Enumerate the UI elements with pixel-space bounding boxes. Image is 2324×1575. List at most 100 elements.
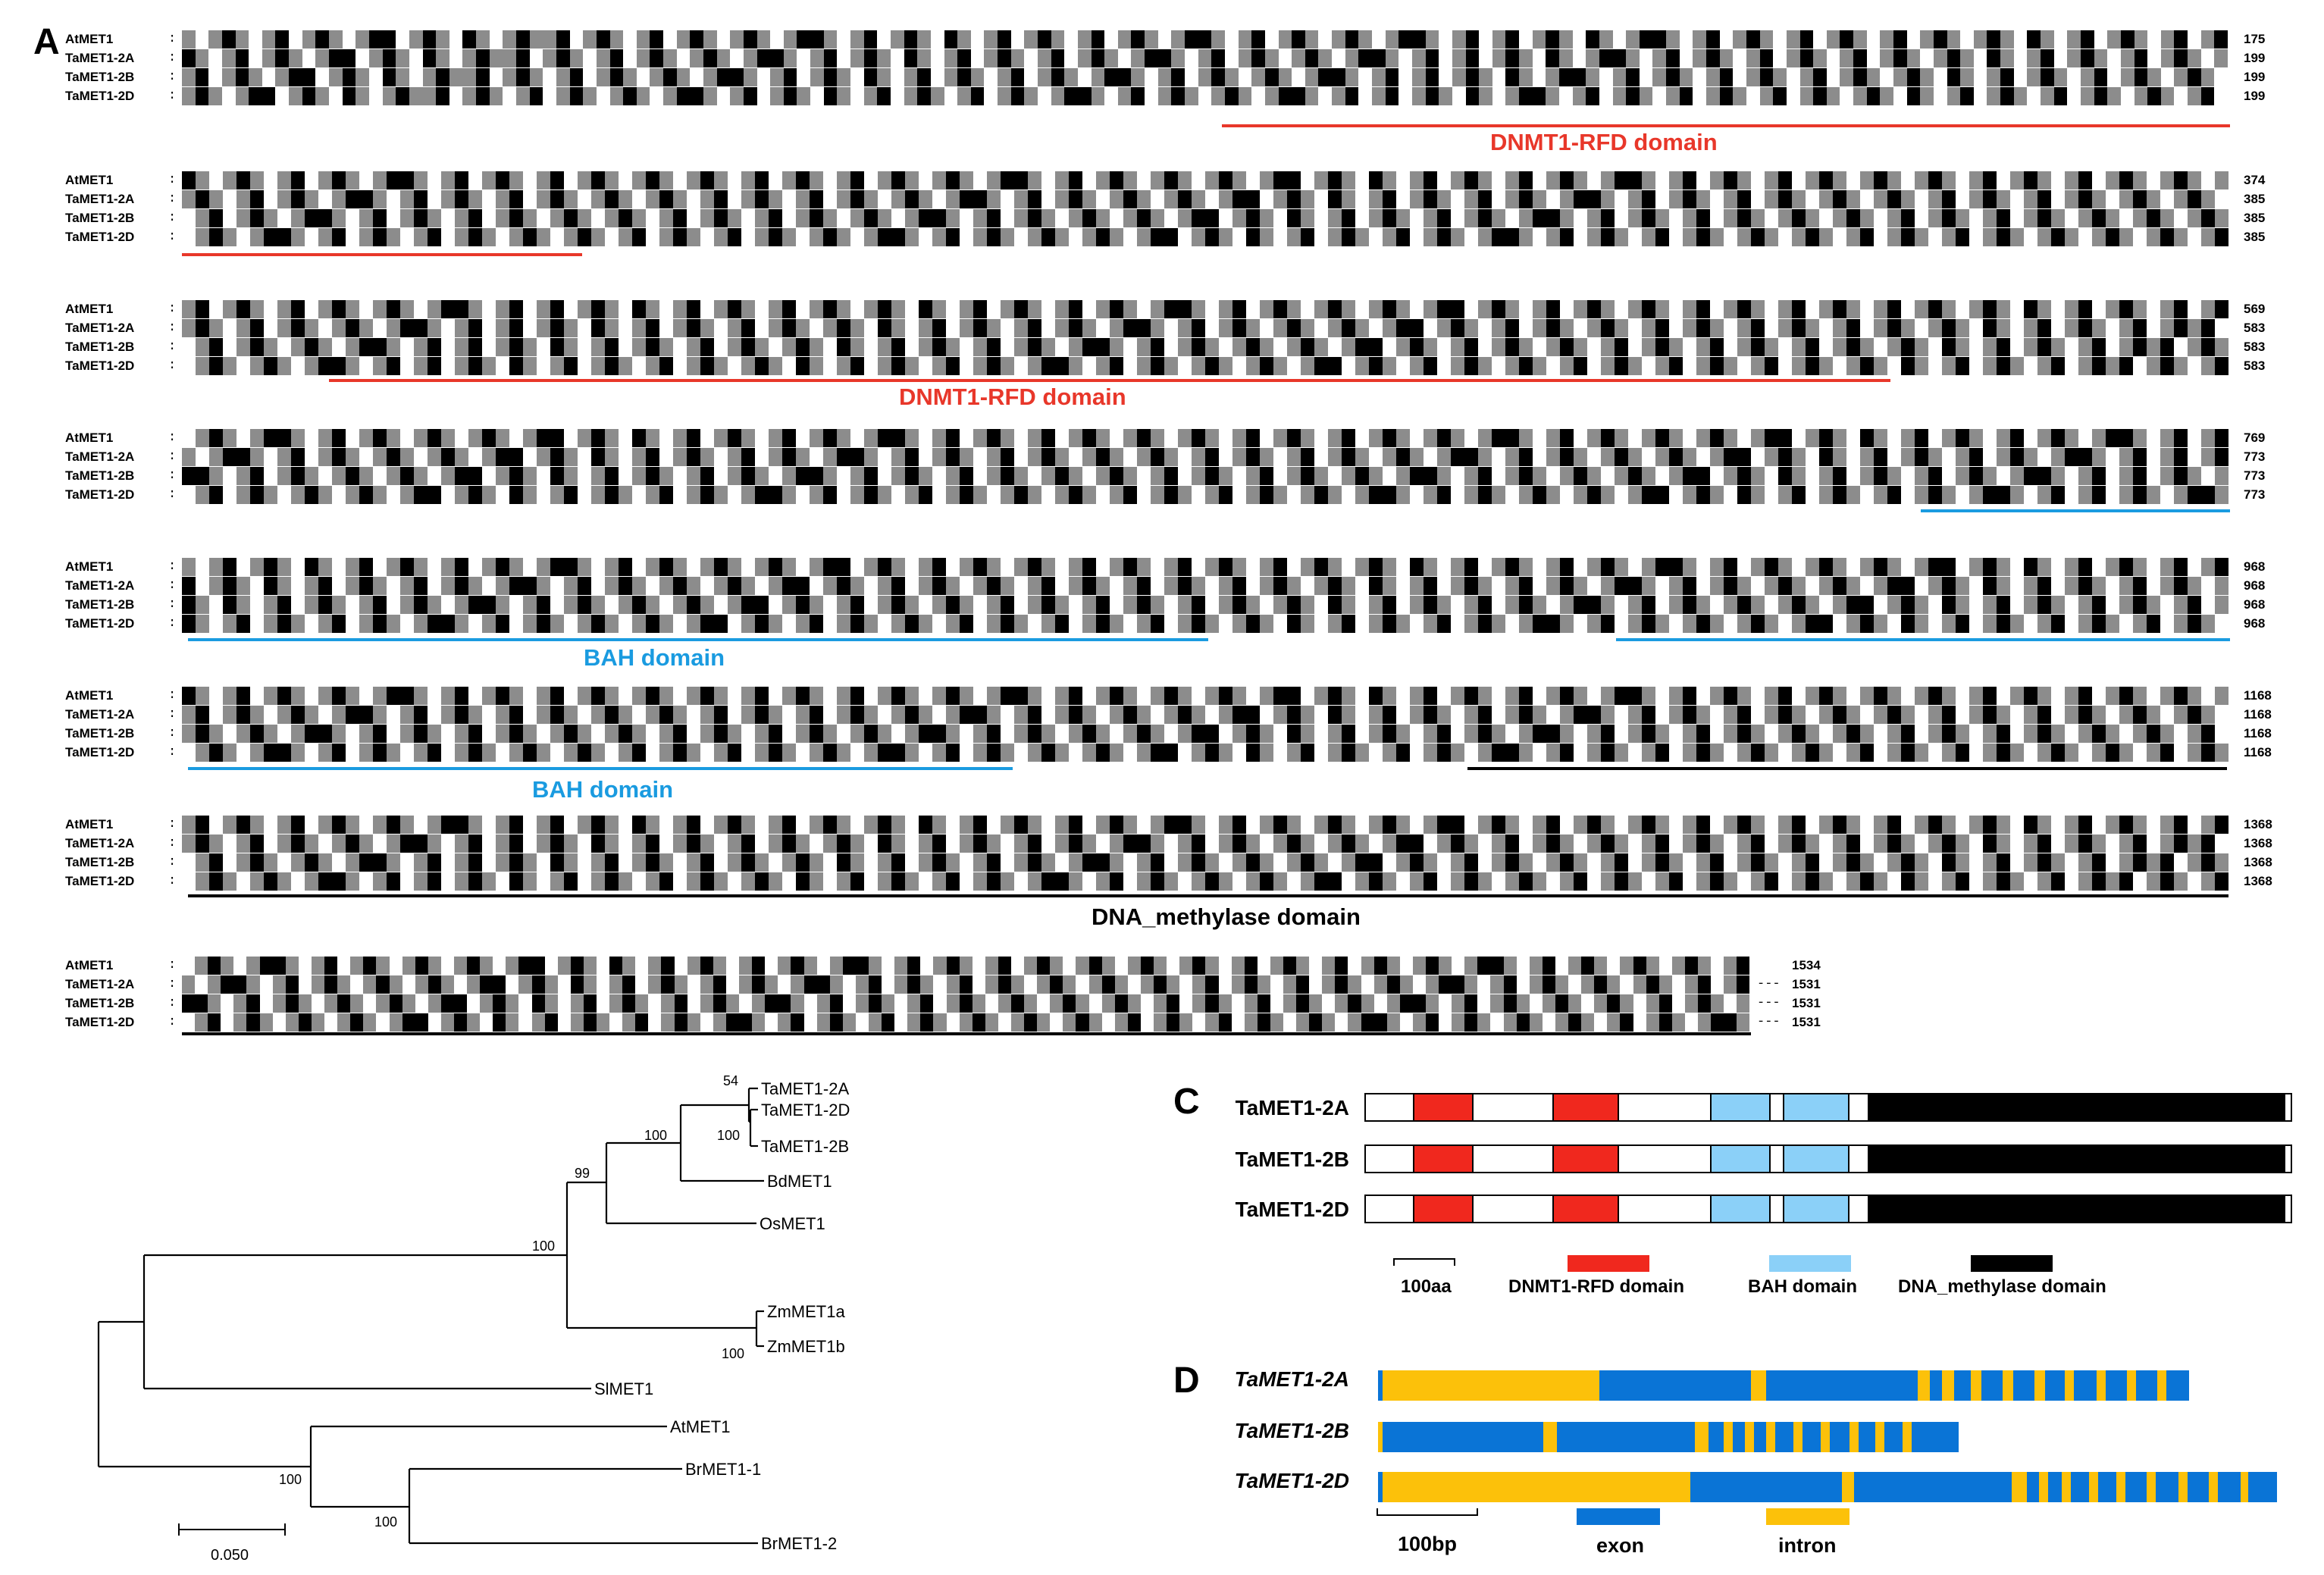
alignment-cell <box>673 687 687 705</box>
alignment-cell <box>1778 429 1792 447</box>
alignment-cell <box>1765 558 1778 576</box>
alignment-cell <box>1642 558 1655 576</box>
alignment-cell <box>2201 190 2215 208</box>
bootstrap-value: 100 <box>532 1238 555 1254</box>
alignment-cell <box>1519 558 1533 576</box>
alignment-cell <box>196 209 209 227</box>
alignment-cell <box>920 975 934 994</box>
alignment-cell <box>622 994 636 1013</box>
conservation-track <box>182 816 2228 834</box>
alignment-cell <box>878 744 891 762</box>
alignment-cell <box>783 49 797 67</box>
alignment-cell <box>823 596 837 614</box>
alignment-cell <box>946 725 960 743</box>
alignment-cell <box>376 975 390 994</box>
alignment-cell <box>1983 467 1997 485</box>
alignment-cell <box>1719 68 1734 86</box>
alignment-cell <box>823 486 837 504</box>
alignment-cell <box>1710 357 1724 375</box>
alignment-cell <box>1372 87 1386 105</box>
alignment-cell <box>1192 357 1205 375</box>
alignment-cell <box>1655 596 1669 614</box>
alignment-cell <box>1314 190 1328 208</box>
alignment-cell <box>1778 486 1792 504</box>
alignment-cell <box>609 957 623 975</box>
conservation-track <box>182 706 2228 724</box>
alignment-cell <box>1893 68 1907 86</box>
alignment-cell <box>769 486 782 504</box>
alignment-cell <box>195 994 208 1013</box>
alignment-cell <box>1492 725 1505 743</box>
alignment-cell <box>850 834 864 853</box>
alignment-cell <box>646 300 659 318</box>
alignment-cell <box>2106 853 2119 872</box>
alignment-cell <box>1192 486 1205 504</box>
alignment-cell <box>182 87 196 105</box>
residue-count: 1368 <box>2244 874 2272 888</box>
alignment-cell <box>1786 68 1800 86</box>
alignment-cell <box>1901 448 1915 466</box>
alignment-cell <box>1646 1013 1659 1032</box>
alignment-cell <box>1437 486 1451 504</box>
alignment-cell <box>1737 171 1751 189</box>
alignment-cell <box>1778 872 1792 891</box>
alignment-cell <box>904 30 918 49</box>
alignment-cell <box>755 706 769 724</box>
alignment-cell <box>1050 975 1063 994</box>
alignment-cell <box>1560 853 1574 872</box>
alignment-cell <box>550 687 564 705</box>
alignment-cell <box>1628 228 1642 246</box>
alignment-cell <box>1983 706 1997 724</box>
alignment-cell <box>556 68 570 86</box>
alignment-cell <box>523 319 537 337</box>
alignment-cell <box>1205 448 1219 466</box>
alignment-cell <box>387 357 400 375</box>
conservation-track <box>182 87 2228 105</box>
alignment-cell <box>235 49 249 67</box>
alignment-cell <box>468 834 482 853</box>
alignment-cell <box>1529 994 1543 1013</box>
alignment-cell <box>2051 171 2065 189</box>
alignment-cell <box>1309 957 1323 975</box>
alignment-cell <box>1778 577 1792 595</box>
alignment-cell <box>441 209 455 227</box>
alignment-cell <box>1055 725 1069 743</box>
alignment-cell <box>1746 68 1760 86</box>
alignment-cell <box>1123 357 1137 375</box>
alignment-cell <box>1492 171 1505 189</box>
alignment-cell <box>1205 596 1219 614</box>
alignment-cell <box>1560 171 1574 189</box>
alignment-cell <box>311 975 325 994</box>
alignment-cell <box>1001 467 1014 485</box>
alignment-cell <box>1178 872 1192 891</box>
alignment-cell <box>1519 171 1533 189</box>
alignment-cell <box>2133 577 2147 595</box>
alignment-cell <box>2215 725 2228 743</box>
alignment-cell <box>1893 30 1907 49</box>
alignment-cell <box>196 429 209 447</box>
alignment-cell <box>2106 687 2119 705</box>
alignment-cell <box>2201 816 2215 834</box>
alignment-cell <box>944 30 958 49</box>
alignment-cell <box>919 448 932 466</box>
alignment-cell <box>1942 853 1956 872</box>
alignment-cell <box>1332 68 1345 86</box>
alignment-cell <box>646 228 659 246</box>
alignment-cell <box>402 994 415 1013</box>
alignment-cell <box>728 190 741 208</box>
alignment-cell <box>318 319 332 337</box>
alignment-cell <box>1533 744 1546 762</box>
alignment-cell <box>673 744 687 762</box>
alignment-cell <box>2160 49 2175 67</box>
alignment-cell <box>1260 853 1273 872</box>
alignment-cell <box>1642 228 1655 246</box>
alignment-cell <box>850 448 864 466</box>
alignment-cell <box>523 357 537 375</box>
alignment-cell <box>578 558 591 576</box>
alignment-cell <box>2078 171 2092 189</box>
alignment-row: TaMET1-2B:385 <box>0 209 2324 227</box>
alignment-cell <box>960 706 973 724</box>
alignment-cell <box>208 68 222 86</box>
conservation-track <box>182 357 2228 375</box>
alignment-cell <box>1737 615 1751 633</box>
